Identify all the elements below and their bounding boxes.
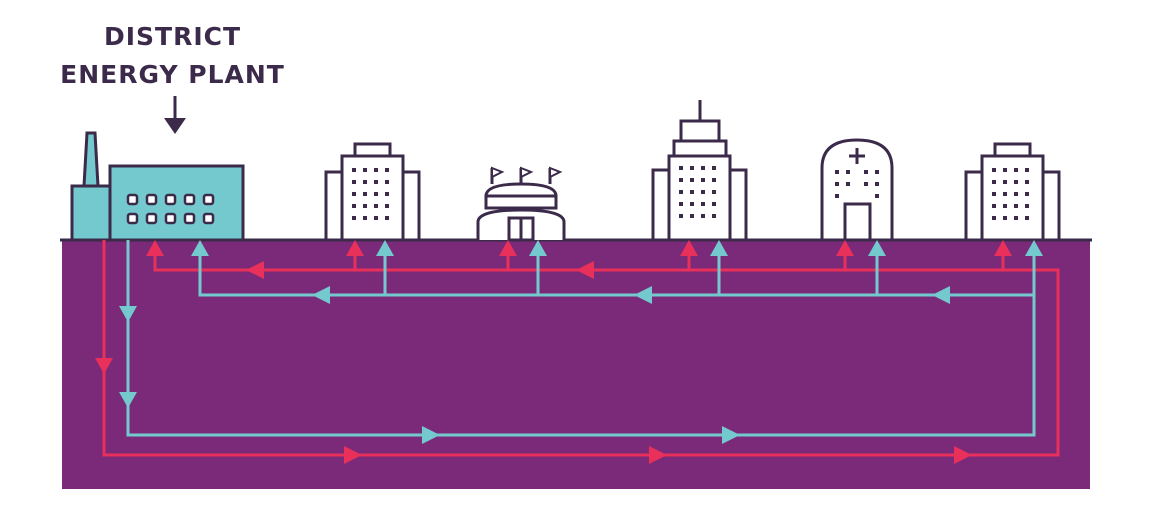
plant-title: DISTRICT ENERGY PLANT (40, 18, 305, 94)
hospital-windows (835, 170, 879, 198)
skyscraper (651, 100, 748, 242)
title-line-2: ENERGY PLANT (60, 60, 285, 89)
plant-annex (70, 184, 112, 242)
plant-windows (126, 193, 215, 225)
office-1-windows (352, 168, 389, 220)
energy-plant (70, 131, 245, 242)
skyscraper-windows (679, 166, 716, 218)
supply-pipe-loop (102, 240, 1060, 457)
hospital (820, 138, 894, 242)
pointer-arrow (164, 96, 186, 134)
chimney (82, 131, 100, 188)
supply-arrows (95, 240, 1012, 464)
title-line-1: DISTRICT (103, 22, 242, 51)
stadium (476, 166, 566, 242)
return-arrows (119, 240, 1043, 444)
office-2-windows (992, 168, 1029, 220)
stadium-flags (490, 166, 563, 184)
hospital-door (843, 202, 872, 242)
office-building-1 (324, 142, 421, 242)
ground (62, 240, 1090, 489)
medical-cross-icon (849, 148, 865, 164)
office-building-2 (964, 142, 1061, 242)
